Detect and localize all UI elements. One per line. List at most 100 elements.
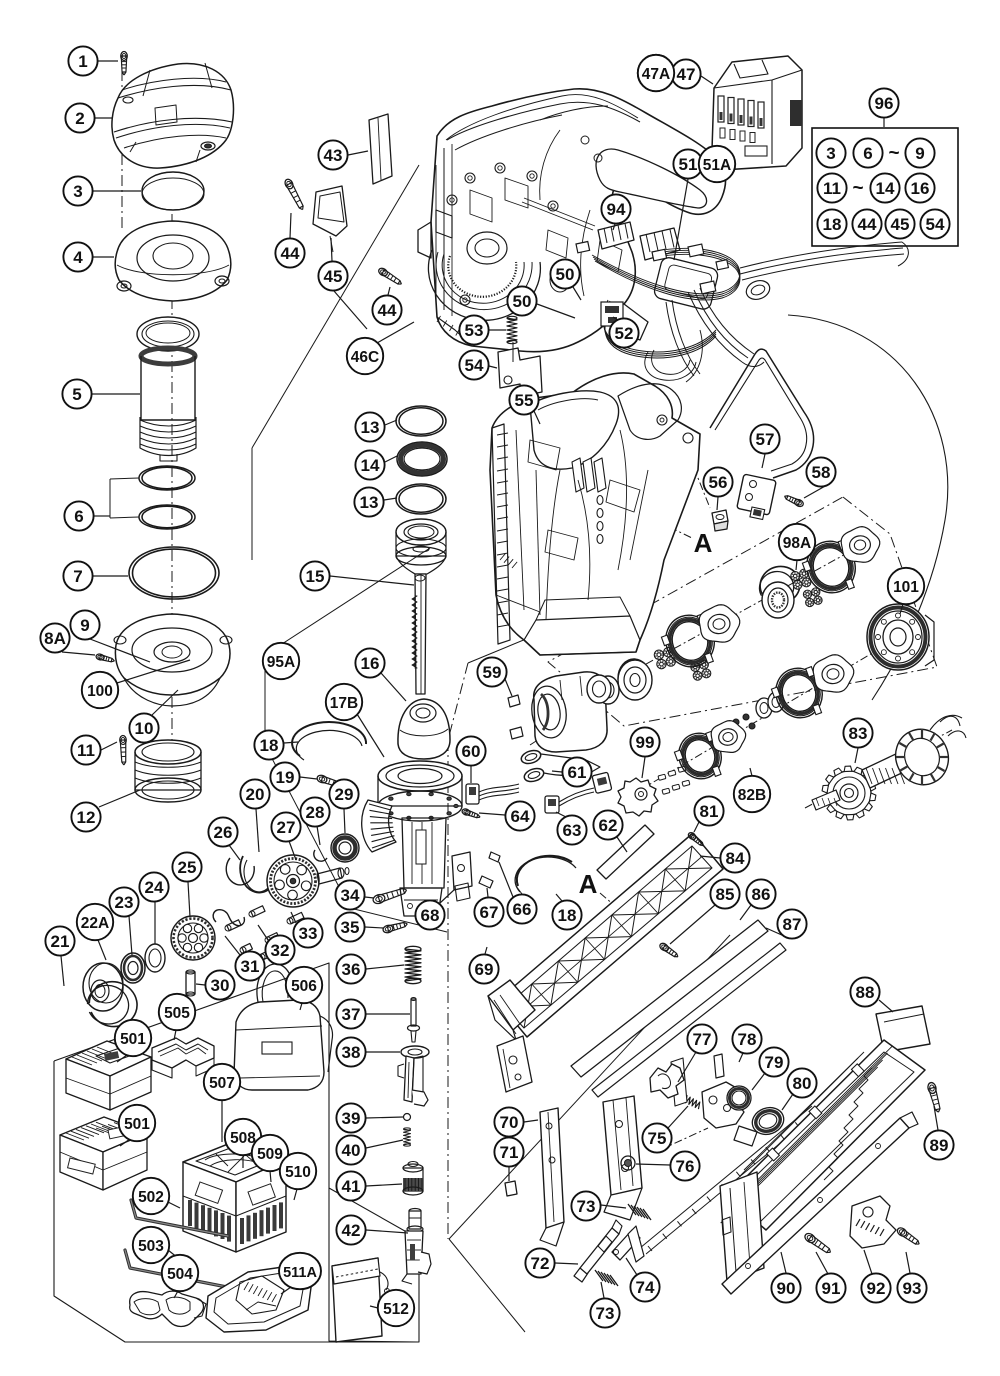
svg-text:12: 12 [77, 808, 96, 827]
svg-text:74: 74 [636, 1278, 655, 1297]
svg-text:36: 36 [342, 960, 361, 979]
svg-text:82B: 82B [738, 787, 766, 804]
svg-text:95A: 95A [267, 654, 295, 671]
svg-text:98A: 98A [783, 535, 811, 552]
svg-text:A: A [579, 869, 598, 899]
svg-text:72: 72 [531, 1254, 550, 1273]
svg-text:47A: 47A [642, 66, 670, 83]
svg-text:501: 501 [120, 1031, 146, 1048]
svg-text:8A: 8A [44, 629, 66, 648]
svg-text:18: 18 [823, 215, 842, 234]
svg-text:96: 96 [875, 94, 894, 113]
svg-text:75: 75 [648, 1129, 667, 1148]
svg-text:89: 89 [930, 1136, 949, 1155]
svg-text:2: 2 [75, 109, 84, 128]
svg-text:44: 44 [281, 244, 300, 263]
svg-text:4: 4 [73, 248, 83, 267]
svg-text:509: 509 [257, 1146, 283, 1163]
svg-text:9: 9 [915, 144, 924, 163]
svg-text:508: 508 [230, 1130, 256, 1147]
svg-text:67: 67 [480, 903, 499, 922]
svg-text:47: 47 [677, 65, 696, 84]
svg-text:50: 50 [513, 292, 532, 311]
svg-text:34: 34 [341, 886, 360, 905]
svg-text:100: 100 [87, 683, 113, 700]
svg-text:26: 26 [214, 823, 233, 842]
svg-text:58: 58 [812, 463, 831, 482]
svg-text:35: 35 [341, 918, 360, 937]
svg-text:23: 23 [115, 893, 134, 912]
svg-text:10: 10 [135, 719, 154, 738]
svg-text:502: 502 [138, 1189, 164, 1206]
svg-text:71: 71 [500, 1143, 519, 1162]
svg-text:503: 503 [138, 1238, 164, 1255]
svg-text:84: 84 [726, 849, 745, 868]
svg-text:92: 92 [867, 1279, 886, 1298]
svg-text:37: 37 [342, 1005, 361, 1024]
svg-text:16: 16 [911, 179, 930, 198]
svg-text:79: 79 [765, 1053, 784, 1072]
svg-text:54: 54 [926, 215, 945, 234]
svg-text:42: 42 [342, 1221, 361, 1240]
svg-text:101: 101 [893, 579, 919, 596]
svg-text:62: 62 [599, 816, 618, 835]
svg-text:~: ~ [888, 143, 899, 164]
svg-text:51: 51 [679, 155, 698, 174]
svg-text:66: 66 [513, 900, 532, 919]
svg-text:78: 78 [738, 1030, 757, 1049]
svg-text:60: 60 [462, 742, 481, 761]
svg-text:64: 64 [511, 807, 530, 826]
svg-text:14: 14 [361, 456, 380, 475]
svg-text:27: 27 [277, 818, 296, 837]
svg-text:9: 9 [80, 616, 89, 635]
svg-text:99: 99 [636, 733, 655, 752]
svg-text:19: 19 [276, 768, 295, 787]
svg-text:18: 18 [260, 736, 279, 755]
svg-text:A: A [694, 528, 713, 558]
svg-text:73: 73 [577, 1197, 596, 1216]
svg-text:510: 510 [285, 1164, 311, 1181]
svg-text:15: 15 [306, 567, 325, 586]
svg-text:52: 52 [615, 324, 634, 343]
svg-text:5: 5 [72, 385, 81, 404]
svg-text:17B: 17B [330, 695, 358, 712]
svg-text:44: 44 [858, 215, 877, 234]
svg-text:86: 86 [752, 885, 771, 904]
svg-text:30: 30 [211, 976, 230, 995]
svg-text:11: 11 [823, 179, 841, 198]
svg-text:511A: 511A [283, 1265, 317, 1281]
svg-text:54: 54 [465, 356, 484, 375]
svg-text:69: 69 [475, 960, 494, 979]
svg-text:~: ~ [852, 178, 863, 199]
svg-text:56: 56 [709, 473, 728, 492]
svg-text:77: 77 [693, 1030, 712, 1049]
svg-text:83: 83 [849, 724, 868, 743]
svg-text:1: 1 [78, 52, 87, 71]
svg-text:18: 18 [558, 906, 577, 925]
svg-text:505: 505 [164, 1005, 190, 1022]
svg-text:76: 76 [676, 1157, 695, 1176]
svg-text:61: 61 [568, 763, 587, 782]
svg-text:14: 14 [876, 179, 895, 198]
svg-text:25: 25 [178, 858, 197, 877]
svg-text:6: 6 [863, 144, 872, 163]
svg-text:87: 87 [783, 915, 802, 934]
svg-text:32: 32 [271, 941, 290, 960]
svg-text:53: 53 [465, 321, 484, 340]
svg-text:63: 63 [563, 821, 582, 840]
svg-text:68: 68 [421, 906, 440, 925]
svg-text:55: 55 [515, 391, 534, 410]
svg-text:13: 13 [361, 418, 380, 437]
svg-text:51A: 51A [703, 157, 731, 174]
svg-text:16: 16 [361, 654, 380, 673]
svg-text:94: 94 [607, 200, 626, 219]
svg-text:33: 33 [299, 924, 318, 943]
svg-text:31: 31 [241, 957, 260, 976]
svg-text:57: 57 [756, 430, 775, 449]
svg-text:501: 501 [124, 1116, 150, 1133]
svg-text:11: 11 [77, 741, 95, 760]
svg-text:90: 90 [777, 1279, 796, 1298]
svg-text:85: 85 [716, 885, 735, 904]
svg-text:512: 512 [383, 1301, 409, 1318]
svg-text:70: 70 [500, 1113, 519, 1132]
